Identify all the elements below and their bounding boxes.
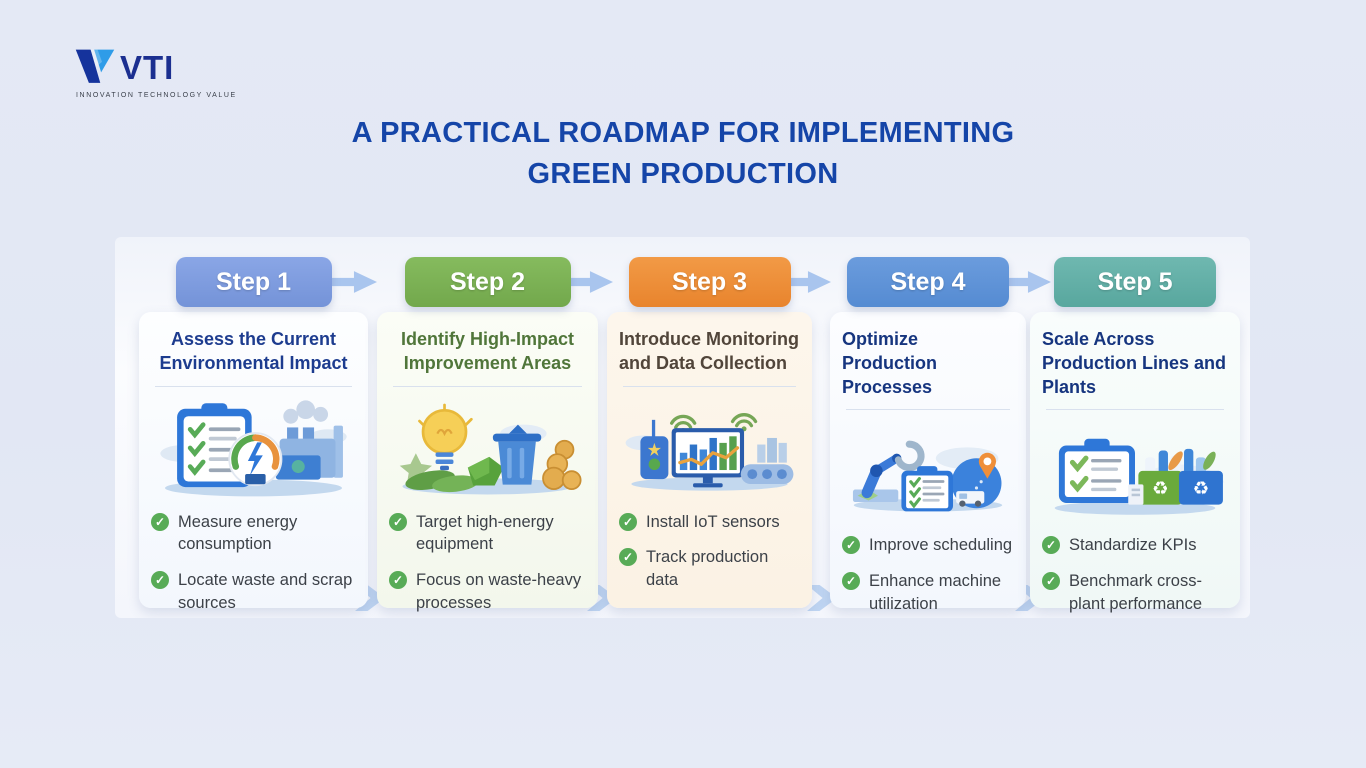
step-2-bullets: ✓ Target high-energy equipment ✓ Focus o… [389, 511, 586, 615]
step-1-heading: Assess the Current Environmental Impact [159, 329, 348, 373]
step-4-column: Step 4 Optimize Production Processes [830, 237, 1026, 613]
list-item: ✓ Benchmark cross-plant performance [1042, 570, 1228, 616]
page-title-line2: GREEN PRODUCTION [527, 158, 839, 191]
step-1-tab: Step 1 [175, 257, 332, 307]
vti-logo-icon [75, 49, 115, 83]
list-item: ✓ Enhance machine utilization [842, 570, 1014, 616]
check-icon: ✓ [1042, 572, 1060, 591]
check-icon: ✓ [151, 512, 169, 531]
step-5-tab: Step 5 [1054, 257, 1216, 307]
step-3-tab: Step 3 [628, 257, 791, 307]
svg-text:♻: ♻ [1152, 478, 1169, 499]
robot-arm-checklist-logistics-icon [852, 440, 1003, 512]
list-item: ✓ Install IoT sensors [619, 511, 800, 534]
roadmap-panel: Step 1 Assess the Current Environmental … [115, 237, 1250, 618]
step-5-bullets: ✓ Standardize KPIs ✓ Benchmark cross-pla… [1042, 534, 1228, 615]
brand-name: VTI [120, 49, 175, 86]
vti-logo: VTI INNOVATION TECHNOLOGY VALUE [74, 46, 274, 99]
check-icon: ✓ [842, 536, 860, 555]
list-item: ✓ Focus on waste-heavy processes [389, 569, 586, 615]
step-3-column: Step 3 Introduce Monitoring and Data Col… [607, 237, 812, 608]
step-3-bullets: ✓ Install IoT sensors ✓ Track production… [619, 511, 800, 592]
step-5-card: Scale Across Production Lines and Plants [1030, 312, 1240, 613]
divider [393, 385, 582, 387]
step-2-tab: Step 2 [404, 257, 571, 307]
clipboard-recycling-bins-icon: ♻ ♻ [1054, 438, 1225, 516]
check-icon: ✓ [619, 548, 637, 567]
page-title: A PRACTICAL ROADMAP FOR IMPLEMENTING GRE… [0, 113, 1366, 195]
step-3-card: Introduce Monitoring and Data Collection [607, 312, 812, 608]
list-item: ✓ Target high-energy equipment [389, 511, 586, 557]
step-4-tab: Step 4 [847, 257, 1009, 307]
list-item: ✓ Track production data [619, 546, 800, 592]
lightbulb-recycle-bin-coins-icon [399, 403, 582, 494]
step-2-column: Step 2 Identify High-Impact Improvement … [377, 237, 598, 612]
step-1-column: Step 1 Assess the Current Environmental … [139, 237, 368, 612]
step-5-heading: Scale Across Production Lines and Plants [1042, 329, 1227, 397]
check-icon: ✓ [389, 571, 407, 590]
brand-tagline: INNOVATION TECHNOLOGY VALUE [76, 92, 237, 99]
divider [1046, 409, 1224, 411]
step-3-heading: Introduce Monitoring and Data Collection [619, 329, 799, 373]
check-icon: ✓ [389, 512, 407, 531]
page-title-line1: A PRACTICAL ROADMAP FOR IMPLEMENTING [351, 117, 1015, 149]
step-4-bullets: ✓ Improve scheduling ✓ Enhance machine u… [842, 534, 1014, 615]
list-item: ✓ Standardize KPIs [1042, 534, 1228, 557]
svg-text:♻: ♻ [1193, 478, 1210, 499]
divider [846, 409, 1010, 411]
divider [155, 385, 352, 387]
step-1-card: Assess the Current Environmental Impact [139, 312, 368, 612]
step-4-heading: Optimize Production Processes [842, 329, 937, 397]
clipboard-gauge-factory-icon [160, 399, 347, 496]
check-icon: ✓ [619, 512, 637, 531]
list-item: ✓ Locate waste and scrap sources [151, 569, 356, 615]
list-item: ✓ Measure energy consumption [151, 511, 356, 557]
list-item: ✓ Improve scheduling [842, 534, 1014, 557]
step-1-bullets: ✓ Measure energy consumption ✓ Locate wa… [151, 511, 356, 615]
step-4-card: Optimize Production Processes [830, 312, 1026, 613]
check-icon: ✓ [842, 572, 860, 591]
step-2-card: Identify High-Impact Improvement Areas [377, 312, 598, 612]
step-2-heading: Identify High-Impact Improvement Areas [400, 329, 574, 373]
check-icon: ✓ [151, 571, 169, 590]
divider [623, 385, 796, 387]
check-icon: ✓ [1042, 536, 1060, 555]
step-5-column: Step 5 Scale Across Production Lines and… [1030, 237, 1240, 613]
iot-monitor-conveyor-icon [625, 412, 794, 491]
